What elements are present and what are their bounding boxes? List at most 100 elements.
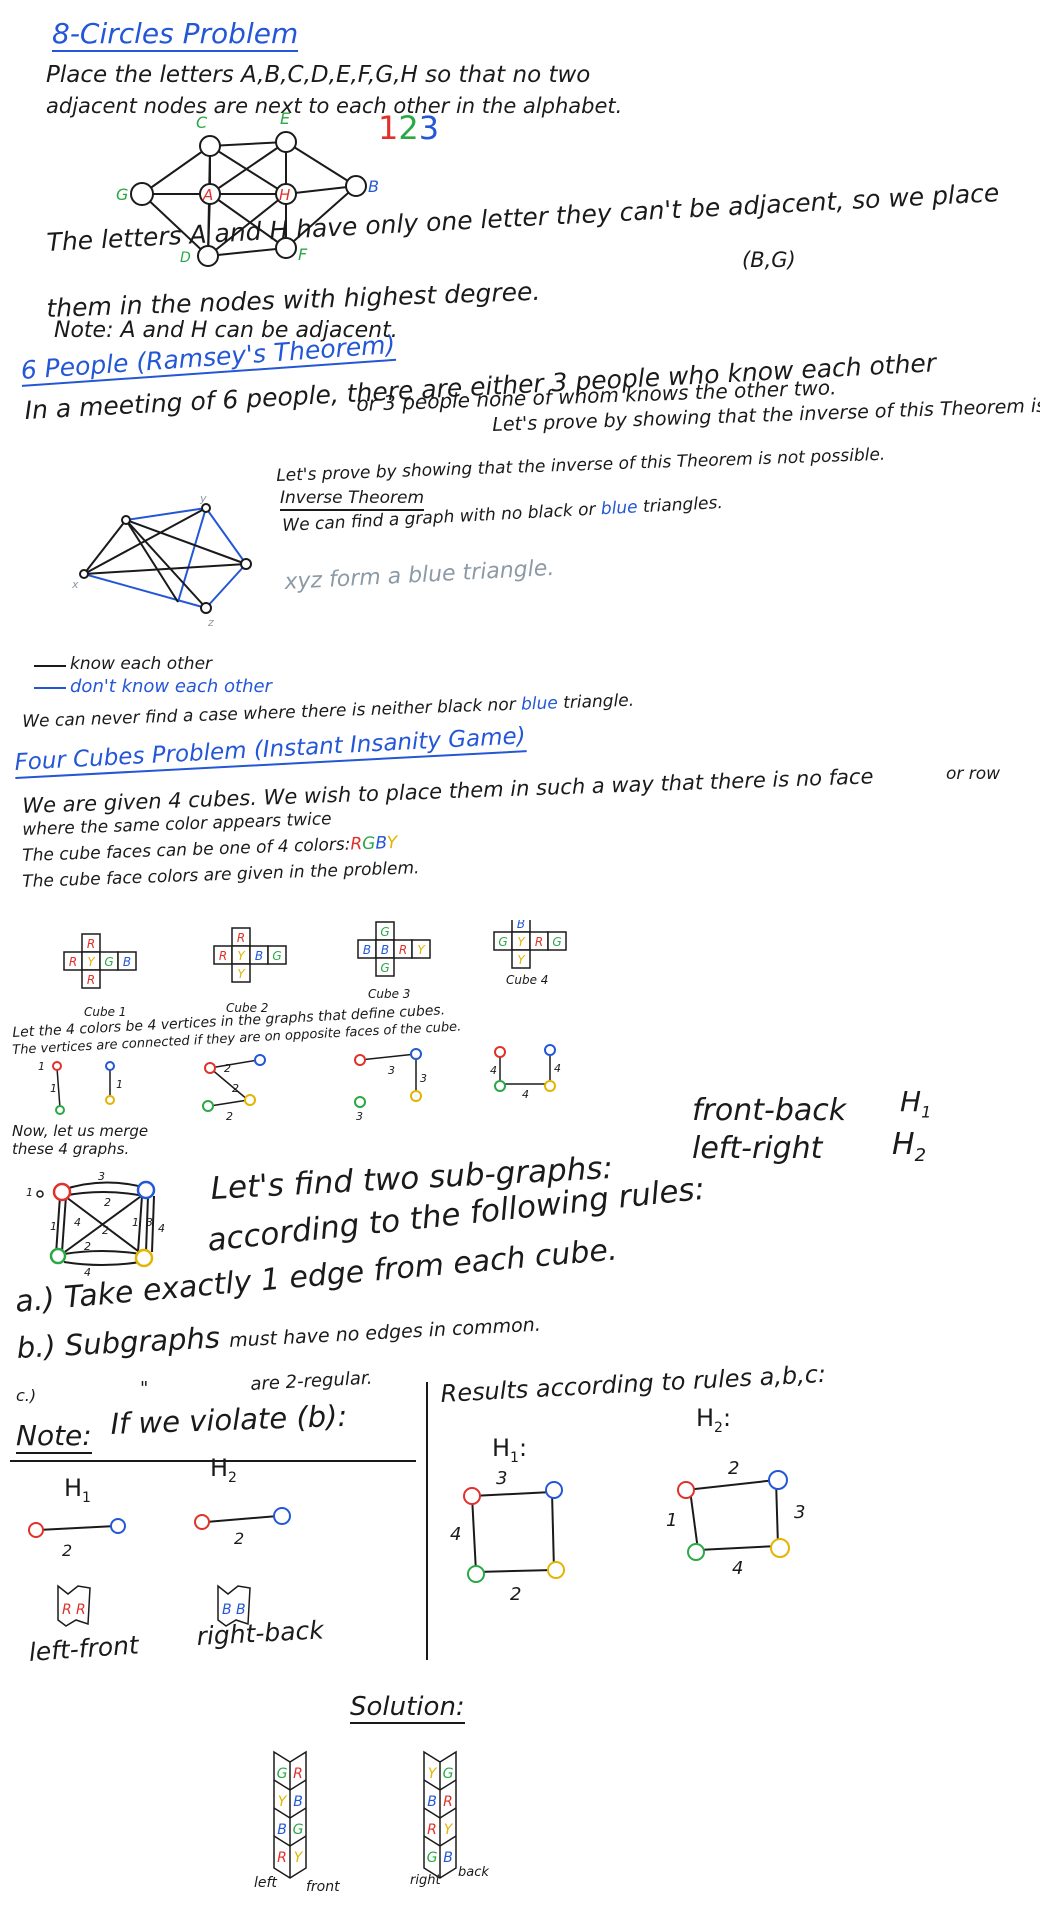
inverse-theorem-title: Inverse Theorem [280,490,425,511]
svg-text:2: 2 [84,1240,91,1253]
svg-text:Y: Y [294,1850,304,1866]
svg-text:2: 2 [728,1460,739,1479]
svg-text:B: B [293,1794,303,1810]
section-title-four-cubes: Four Cubes Problem (Instant Insanity Gam… [14,723,527,779]
label-d: D [180,250,191,266]
svg-text:1: 1 [26,1186,33,1199]
svg-text:2: 2 [62,1541,72,1560]
svg-text:Y: Y [444,1822,454,1838]
left-front-label: left-front [27,1630,140,1667]
solution-label: Solution: [350,1692,465,1724]
svg-text:4: 4 [732,1558,743,1579]
s1-text1-note: (B,G) [742,248,796,272]
svg-text:B: B [517,920,525,931]
note-h2: H2 [210,1454,237,1486]
svg-text:4: 4 [158,1222,165,1235]
results-h2: H2: [696,1404,732,1436]
svg-text:4: 4 [450,1524,461,1545]
label-b: B [368,177,379,196]
s1-text2: them in the nodes with highest degree. [45,276,541,323]
s1-text3: Note: A and H can be adjacent. [54,318,398,343]
svg-text:2: 2 [226,1110,233,1123]
svg-text:B: B [222,1602,232,1618]
solution-right: right [410,1873,441,1888]
svg-text:G: G [293,1822,304,1838]
svg-text:2: 2 [102,1224,109,1237]
svg-text:3: 3 [98,1170,105,1183]
cube-3-label: Cube 3 [368,987,410,1001]
merged-graph: 1 3 2 1 4 2 1 3 4 2 4 [26,1170,165,1276]
svg-text:G: G [552,935,561,949]
svg-text:Y: Y [517,953,526,967]
svg-text:G: G [272,949,281,963]
label-c: C [196,113,208,132]
svg-text:4: 4 [74,1216,81,1229]
svg-text:2: 2 [510,1584,521,1605]
step-numbers: 123 [378,109,440,147]
svg-text:2: 2 [224,1062,231,1075]
solution-front: front [306,1879,340,1895]
eight-circles-graph: A H C E G B D F [116,110,379,267]
svg-text:2: 2 [234,1529,244,1548]
svg-text:4: 4 [522,1088,529,1101]
s1-line1: Place the letters A,B,C,D,E,F,G,H so tha… [46,62,591,88]
svg-text:R: R [237,931,245,945]
label-e: E [280,110,291,128]
rule-c-text: are 2-regular. [249,1367,373,1395]
node-b [345,175,367,197]
svg-text:G: G [380,925,389,939]
svg-text:R: R [427,1822,437,1838]
s3-line1: We are given 4 cubes. We wish to place t… [21,764,874,818]
svg-text:G: G [380,961,389,975]
rule-b: b.) Subgraphs must have no edges in comm… [15,1313,542,1365]
svg-text:1: 1 [38,1060,45,1073]
svg-text:4: 4 [84,1266,91,1276]
svg-text:1: 1 [132,1216,139,1229]
node-z-label: z [207,616,214,629]
six-people-graph: y x z [71,492,252,629]
svg-text:B: B [123,955,131,969]
svg-text:R: R [293,1766,303,1782]
svg-text:Y: Y [237,967,246,981]
svg-text:Y: Y [278,1794,288,1810]
svg-text:4: 4 [554,1062,561,1075]
legend-lines [34,665,66,689]
svg-text:G: G [104,955,113,969]
s2-conclusion: We can never find a case where there is … [21,690,635,732]
right-back-label: right-back [195,1615,325,1651]
cube-1-label: Cube 1 [84,1005,126,1019]
svg-text:B: B [255,949,263,963]
label-h: H [279,186,290,204]
svg-text:3: 3 [146,1216,153,1229]
lr-label: left-right [692,1131,823,1166]
s3-or-row: or row [946,764,1001,784]
svg-text:3: 3 [356,1110,363,1123]
svg-text:3: 3 [420,1072,427,1085]
svg-text:B: B [443,1850,453,1866]
svg-text:2: 2 [104,1196,111,1209]
svg-text:3: 3 [388,1064,395,1077]
node-y-label: y [199,492,207,505]
svg-text:Y: Y [237,949,246,963]
section-title-8-circles: 8-Circles Problem [52,17,299,52]
svg-text:Y: Y [417,943,426,957]
cube-graphs: 1 1 1 2 2 2 3 3 3 4 4 4 [38,1044,561,1123]
svg-text:R: R [87,973,95,987]
results-line: Results according to rules a,b,c: [439,1359,827,1408]
results-graphs: 3 4 2 2 1 3 4 [450,1460,805,1605]
solution-towers: G R Y B B G R Y Y G B R R Y G B [273,1750,457,1879]
svg-text:4: 4 [490,1064,497,1077]
svg-text:R: R [277,1850,287,1866]
svg-text:1: 1 [666,1510,677,1531]
cube-nets: R R Y G B R R R Y B G Y G B B R Y G B G … [63,920,567,1019]
label-a: A [202,186,213,204]
svg-text:2: 2 [232,1082,239,1095]
svg-text:R: R [62,1602,72,1618]
svg-text:G: G [277,1766,288,1782]
svg-text:R: R [69,955,77,969]
note-graphs: 2 2 [28,1507,291,1560]
merge-line1: Now, let us merge [12,1122,149,1140]
node-a [199,183,221,205]
svg-text:R: R [87,937,95,951]
vertical-divider [426,1382,428,1660]
